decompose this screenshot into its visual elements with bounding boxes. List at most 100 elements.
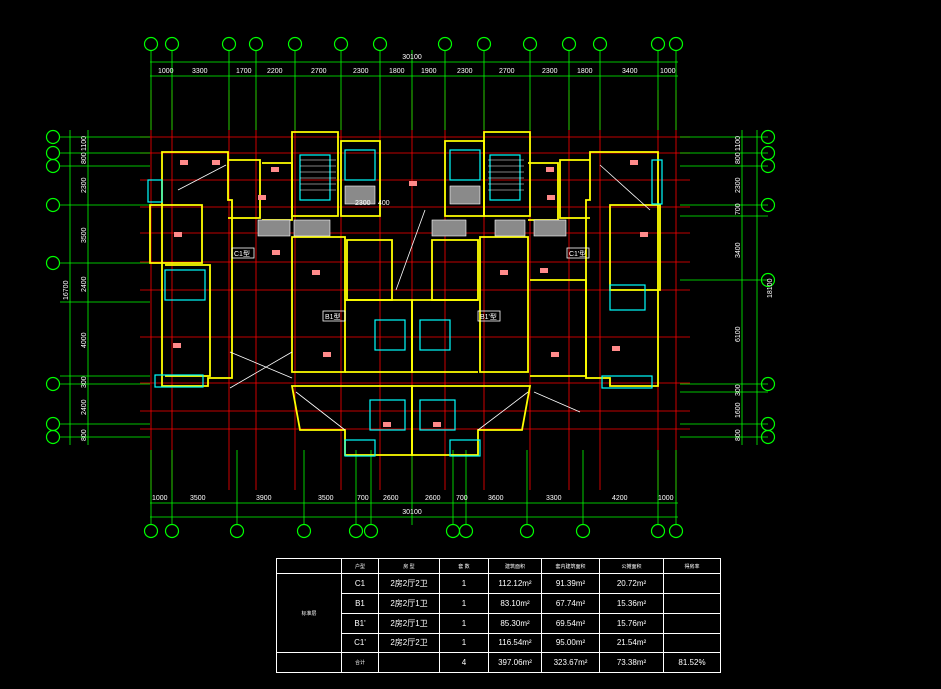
cell-type: C1 [341,573,379,595]
cell-shared: 21.54m² [599,632,664,654]
top-dim: 1800 [389,68,405,75]
cell-net: 95.00m² [541,632,600,654]
cell-type: C1' [341,632,379,654]
unit-labels: C1型 B1型 B1'型 C1'型 2300 400 [231,200,590,322]
top-total-dim: 30100 [402,54,422,61]
bottom-dim: 700 [357,495,369,502]
left-total-dim: 16700 [63,280,70,300]
bottom-dim: 1000 [658,495,674,502]
cell-count: 1 [439,593,489,614]
unit-tag-c1-prime: C1'型 [569,249,586,258]
left-dim: 2400 [81,399,88,415]
right-dim: 300 [735,384,742,396]
top-dim: 2300 [353,68,369,75]
header-ratio: 得房率 [663,557,721,575]
area-schedule-table: 户型 房 型 套 数 建筑面积 套内建筑面积 公摊面积 得房率 标准层 C1 2… [276,557,721,673]
bottom-dim: 4200 [612,495,628,502]
top-dimension-lines [150,50,678,130]
top-dim: 1700 [236,68,252,75]
bottom-dim: 3500 [318,495,334,502]
table-row: B1 2房2厅1卫 1 83.10m² 67.74m² 15.36m² [277,593,721,614]
bottom-dim: 700 [456,495,468,502]
header-gross: 建筑面积 [488,557,542,575]
windows [147,149,663,457]
cell-shared: 15.36m² [599,593,664,614]
room-tags [173,160,648,427]
bottom-dim: 2600 [383,495,399,502]
left-dim: 3500 [81,227,88,243]
right-dim: 800 [735,152,742,164]
cell-shared: 73.38m² [599,652,664,673]
right-dim: 2300 [735,177,742,193]
unit-tag-b1: B1型 [325,312,341,321]
top-dim: 1800 [577,68,593,75]
cell-net: 67.74m² [541,593,600,614]
unit-tag-c1: C1型 [234,249,250,258]
top-dim: 2700 [311,68,327,75]
cell-gross: 112.12m² [488,573,542,595]
left-dim: 800 [81,429,88,441]
group-label: 标准层 [276,573,342,654]
right-dim: 800 [735,429,742,441]
cell-rooms: 2房2厅1卫 [378,593,440,614]
cell-net: 91.39m² [541,573,600,595]
stair-dim: 400 [378,200,390,207]
table-row: C1' 2房2厅2卫 1 116.54m² 95.00m² 21.54m² [277,632,721,654]
left-dim: 300 [81,376,88,388]
header-net: 套内建筑面积 [541,557,600,575]
cell-ratio [663,612,721,634]
cell-count: 1 [439,632,489,654]
top-dim: 2200 [267,68,283,75]
cell-rooms: 2房2厅1卫 [378,612,440,634]
stair-dim: 2300 [355,200,371,207]
right-dim: 700 [735,203,742,215]
top-dim: 1000 [660,68,676,75]
cell-rooms: 2房2厅2卫 [378,573,440,595]
left-dim: 4000 [81,332,88,348]
cell-ratio: 81.52% [663,652,721,673]
bottom-dim: 3300 [546,495,562,502]
bottom-total-dim: 30100 [402,509,422,516]
bottom-dimension-lines [150,450,678,525]
table-row-total: 合计 4 397.06m² 323.67m² 73.38m² 81.52% [276,652,721,673]
cell-type: B1' [341,612,379,634]
cell-rooms: 2房2厅2卫 [378,632,440,654]
unit-tag-b1-prime: B1'型 [480,312,497,321]
header-blank [276,557,342,575]
cell-blank [276,652,342,673]
stair-treads [300,159,524,191]
balcony-diagonals [177,164,651,431]
right-dim: 6100 [735,326,742,342]
cell-ratio [663,593,721,614]
cell-gross: 397.06m² [488,652,542,673]
bottom-dim: 3900 [256,495,272,502]
cell-ratio [663,573,721,595]
top-dim: 3300 [192,68,208,75]
bottom-dim: 1000 [152,495,168,502]
schedule-header-row: 户型 房 型 套 数 建筑面积 套内建筑面积 公摊面积 得房率 [276,557,721,575]
top-dim: 2700 [499,68,515,75]
dimension-text: 30100 1000 3300 1700 2200 2700 2300 1800… [63,54,774,516]
side-dimension-lines [60,130,768,445]
cell-count: 4 [439,652,489,673]
top-dim: 2300 [457,68,473,75]
top-dim: 1000 [158,68,174,75]
cell-shared: 20.72m² [599,573,664,595]
left-dim: 2400 [81,276,88,292]
right-dim: 3400 [735,242,742,258]
cell-count: 1 [439,612,489,634]
cell-rooms [378,652,440,673]
right-total-dim: 18100 [767,278,774,298]
bottom-dim: 2600 [425,495,441,502]
header-rooms: 房 型 [378,557,440,575]
axis-bubbles [45,36,776,539]
cell-gross: 83.10m² [488,593,542,614]
right-dim: 1100 [735,136,742,151]
cell-ratio [663,632,721,654]
top-dim: 2300 [542,68,558,75]
cell-net: 323.67m² [541,652,600,673]
cell-count: 1 [439,573,489,595]
top-dim: 1900 [421,68,437,75]
left-dim: 1100 [81,136,88,151]
